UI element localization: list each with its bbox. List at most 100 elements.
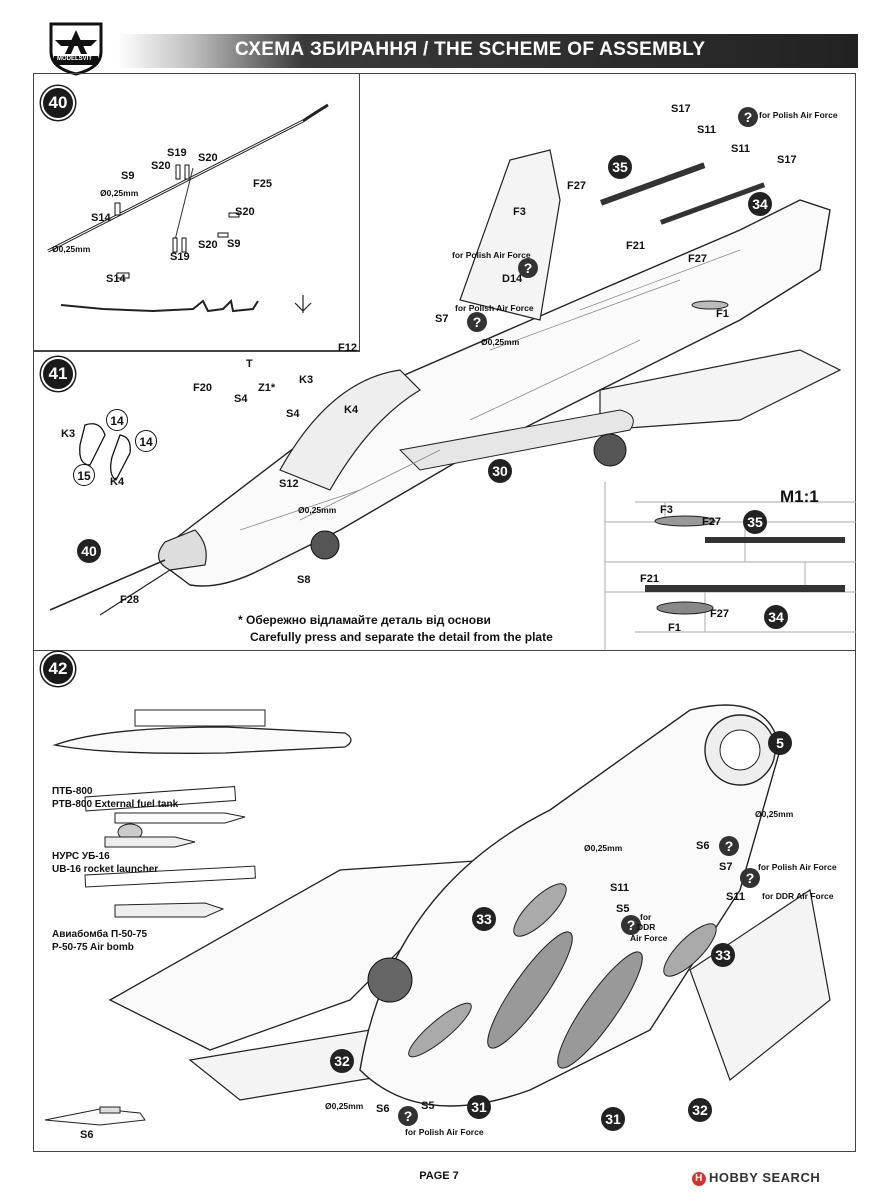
part-label: S20 bbox=[151, 160, 171, 172]
step-ref-34: 34 bbox=[748, 192, 772, 216]
dimension-label: Ø0,25mm bbox=[584, 843, 623, 853]
part-label: S9 bbox=[121, 170, 135, 182]
part-label: F21 bbox=[626, 240, 645, 252]
circled-part: 15 bbox=[73, 464, 95, 486]
part-label: F27 bbox=[710, 608, 729, 620]
part-label: S6 bbox=[696, 840, 710, 852]
scale-inset bbox=[604, 482, 856, 650]
step-number-42: 42 bbox=[41, 652, 75, 686]
rocket-caption: НУРС УБ-16 UB-16 rocket launcher bbox=[52, 850, 158, 876]
step-number-40: 40 bbox=[41, 86, 75, 120]
polish-note: for Polish Air Force bbox=[405, 1127, 484, 1137]
part-label: S12 bbox=[279, 478, 299, 490]
step-ref-40: 40 bbox=[77, 539, 101, 563]
step-ref-35: 35 bbox=[608, 155, 632, 179]
part-label: S11 bbox=[731, 143, 750, 155]
part-label: S5 bbox=[616, 903, 630, 915]
page-title: СХЕМА ЗБИРАННЯ / THE SCHEME OF ASSEMBLY bbox=[235, 39, 706, 60]
hobbysearch-icon: H bbox=[692, 1172, 706, 1186]
part-label: F1 bbox=[716, 308, 729, 320]
part-label: Z1* bbox=[258, 382, 276, 394]
question-icon: ? bbox=[738, 107, 758, 127]
bomb-en: P-50-75 Air bomb bbox=[52, 942, 134, 953]
part-label: S19 bbox=[167, 147, 187, 159]
part-label: S14 bbox=[106, 273, 126, 285]
note-line-ua: * Обережно відламайте деталь від основи bbox=[238, 613, 491, 627]
part-label: F28 bbox=[120, 594, 139, 606]
question-icon: ? bbox=[398, 1106, 418, 1126]
step-ref-33: 33 bbox=[472, 907, 496, 931]
polish-note: for Polish Air Force bbox=[759, 110, 838, 120]
part-label: S20 bbox=[235, 206, 255, 218]
fuel-tank-caption: ПТБ-800 PTB-800 External fuel tank bbox=[52, 785, 178, 811]
dimension-label: Ø0,25mm bbox=[325, 1101, 364, 1111]
step-ref-5: 5 bbox=[768, 731, 792, 755]
step-40-antenna-drawing bbox=[47, 103, 329, 313]
step-ref-31: 31 bbox=[467, 1095, 491, 1119]
scale-inset-drawing bbox=[604, 482, 856, 650]
header-bar bbox=[118, 34, 858, 68]
part-label: F12 bbox=[338, 342, 357, 354]
part-label: S9 bbox=[227, 238, 241, 250]
part-label-k3: K3 bbox=[61, 428, 76, 440]
separation-note: * Обережно відламайте деталь від основи … bbox=[238, 612, 553, 646]
dimension-label: Ø0,25mm bbox=[298, 505, 337, 515]
question-icon: ? bbox=[518, 258, 538, 278]
part-label: S7 bbox=[719, 861, 733, 873]
step-ref-35-inset: 35 bbox=[743, 510, 767, 534]
fuel-tank-ua: ПТБ-800 bbox=[52, 786, 93, 797]
note-line-en: Carefully press and separate the detail … bbox=[250, 630, 553, 644]
section-divider bbox=[33, 650, 856, 651]
part-label: D14 bbox=[502, 273, 523, 285]
dimension-label: Ø0,25mm bbox=[481, 337, 520, 347]
step-ref-32: 32 bbox=[688, 1098, 712, 1122]
part-label: S11 bbox=[697, 124, 716, 136]
question-icon: ? bbox=[740, 868, 760, 888]
ddr-note: for DDR Air Force bbox=[762, 891, 834, 901]
part-label: S5 bbox=[421, 1100, 435, 1112]
page-number: PAGE 7 bbox=[419, 1170, 459, 1182]
circled-part: 14 bbox=[106, 409, 128, 431]
part-label: S20 bbox=[198, 239, 218, 251]
step-ref-30: 30 bbox=[488, 459, 512, 483]
canopy-detail bbox=[79, 423, 131, 481]
step-41-divider bbox=[33, 351, 360, 352]
question-icon: ? bbox=[467, 312, 487, 332]
s6-detail bbox=[44, 1106, 146, 1126]
logo-text: MODELSVIT bbox=[57, 56, 93, 62]
question-icon: ? bbox=[621, 915, 641, 935]
part-label-k4: K4 bbox=[110, 476, 125, 488]
part-label: F21 bbox=[640, 573, 659, 585]
part-label: S8 bbox=[297, 574, 311, 586]
part-label: S19 bbox=[170, 251, 190, 263]
dimension-label: Ø0,25mm bbox=[52, 244, 91, 254]
part-label: S6 bbox=[376, 1103, 390, 1115]
part-label: S4 bbox=[286, 408, 300, 420]
bomb-caption: Авиабомба П-50-75 P-50-75 Air bomb bbox=[52, 928, 147, 954]
dimension-label: Ø0,25mm bbox=[755, 809, 794, 819]
step-number-41: 41 bbox=[41, 357, 75, 391]
part-label: S7 bbox=[435, 313, 449, 325]
step-40-panel bbox=[33, 73, 360, 351]
bomb-ua: Авиабомба П-50-75 bbox=[52, 929, 148, 940]
scale-title: M1:1 bbox=[780, 487, 819, 506]
ddr-note-2: DDR bbox=[637, 922, 656, 932]
step-ref-32: 32 bbox=[330, 1049, 354, 1073]
part-label: S20 bbox=[198, 152, 218, 164]
part-label: S14 bbox=[91, 212, 111, 224]
aircraft-top-drawing bbox=[49, 149, 842, 616]
polish-note: for Polish Air Force bbox=[452, 250, 531, 260]
part-label: K3 bbox=[299, 374, 314, 386]
part-label: F27 bbox=[702, 516, 721, 528]
part-label: S6 bbox=[80, 1129, 94, 1141]
rocket-ua: НУРС УБ-16 bbox=[52, 851, 110, 862]
polish-note: for Polish Air Force bbox=[758, 862, 837, 872]
part-label: F20 bbox=[193, 382, 212, 394]
step-ref-31: 31 bbox=[601, 1107, 625, 1131]
page-frame bbox=[33, 73, 856, 1152]
question-icon: ? bbox=[719, 836, 739, 856]
ddr-note-1: for bbox=[640, 912, 652, 922]
part-label: F3 bbox=[660, 504, 673, 516]
